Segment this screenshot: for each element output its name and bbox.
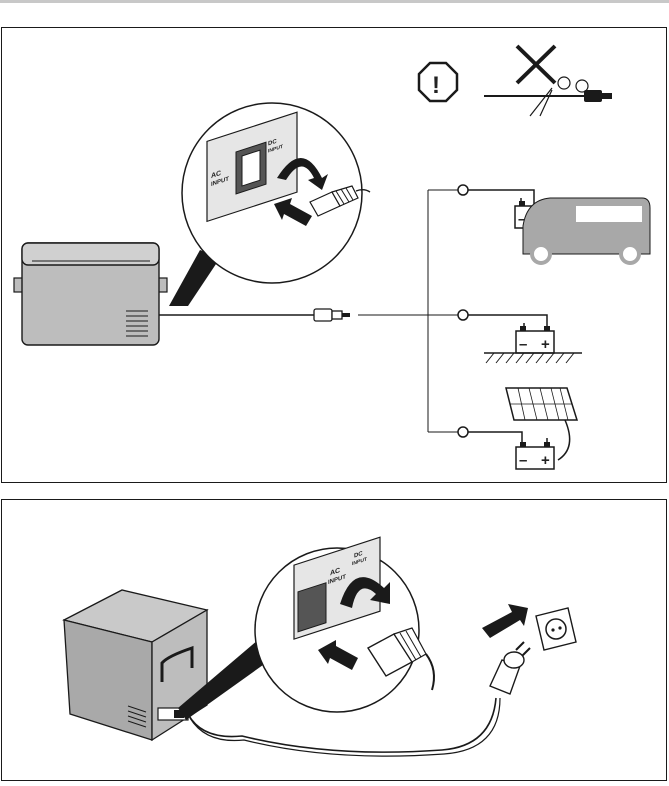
ground-hatch-icon [484, 353, 582, 363]
van-icon [523, 198, 650, 263]
battery-icon: – + [516, 326, 554, 353]
solar-battery-source: – + [458, 388, 577, 469]
dc-inset-magnifier: AC INPUT DC INPUT [182, 103, 370, 283]
battery-plus-label: + [541, 336, 550, 353]
ac-inset-magnifier: AC INPUT DC INPUT [255, 537, 434, 712]
wall-socket-icon [536, 608, 576, 650]
cooler-box-side-view [14, 243, 167, 345]
do-not-cut-icon [484, 46, 612, 116]
battery-minus-label: – [519, 336, 527, 353]
dc-connection-diagram: AC INPUT DC INPUT ! [2, 28, 666, 482]
vehicle-battery-source: – + [458, 185, 650, 263]
ac-connection-diagram: AC INPUT DC INPUT [2, 500, 666, 780]
battery-icon: – + [516, 442, 554, 469]
warning-octagon-icon: ! [419, 63, 457, 101]
grounded-battery-source: – + [458, 310, 582, 363]
battery-minus-label: – [519, 452, 527, 469]
header-rule [0, 0, 669, 3]
battery-plus-label: + [541, 452, 550, 469]
power-source-bus [428, 190, 458, 432]
cigarette-lighter-plug-icon [314, 309, 350, 321]
dc-connection-panel: AC INPUT DC INPUT ! [1, 27, 667, 483]
ac-connection-panel: AC INPUT DC INPUT [1, 499, 667, 781]
schuko-plug-icon [490, 642, 530, 694]
plug-to-socket-arrow [482, 604, 528, 638]
warning-symbol: ! [432, 72, 440, 99]
